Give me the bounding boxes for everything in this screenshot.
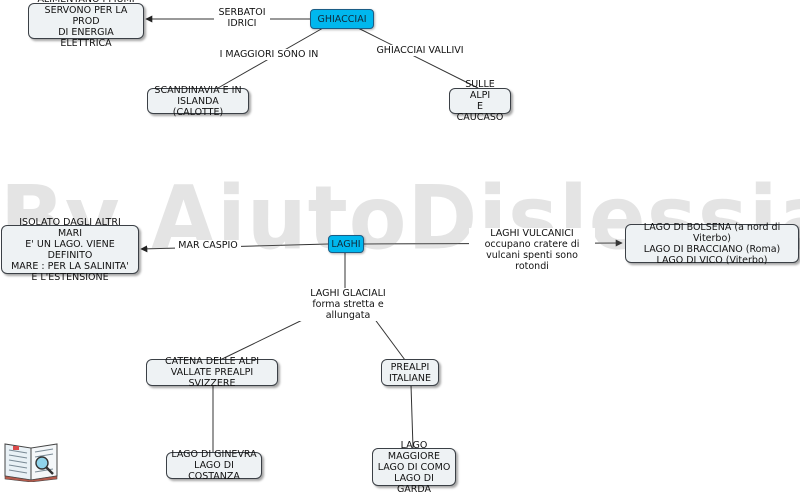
node-fiumi[interactable]: ALIMENTANO I FIUMI SERVONO PER LA PROD D…: [28, 0, 144, 49]
label-mar-caspio: MAR CASPIO: [175, 240, 241, 251]
node-scandinavia[interactable]: SCANDINAVIA E IN ISLANDA (CALOTTE): [147, 85, 249, 118]
node-laghi[interactable]: LAGHI: [328, 235, 364, 253]
node-caspio[interactable]: ISOLATO DAGLI ALTRI MARI E' UN LAGO. VIE…: [1, 217, 139, 283]
node-ginevra[interactable]: LAGO DI GINEVRA LAGO DI COSTANZA: [166, 449, 262, 482]
label-glaciali: LAGHI GLACIALI forma stretta e allungata: [287, 288, 409, 321]
book-logo-icon: [4, 443, 58, 482]
label-maggiori: I MAGGIORI SONO IN: [213, 49, 325, 60]
node-prealpi[interactable]: PREALPI ITALIANE: [381, 359, 439, 386]
link-prealpi-maggiore: [410, 384, 414, 449]
label-vulcanici: LAGHI VULCANICI occupano cratere di vulc…: [469, 228, 595, 272]
node-maggiore[interactable]: LAGO MAGGIORE LAGO DI COMO LAGO DI GARDA: [372, 440, 456, 495]
link-ghiacciai-alpi: [357, 27, 479, 89]
node-ghiacciai[interactable]: GHIACCIAI: [310, 9, 374, 29]
node-catena-alpi[interactable]: CATENA DELLE ALPI VALLATE PREALPI SVIZZE…: [146, 356, 278, 389]
label-vallivi: GHIACCIAI VALLIVI: [371, 45, 469, 56]
label-serbatoi: SERBATOI IDRICI: [214, 7, 270, 29]
node-laghi-vulcanici[interactable]: LAGO DI BOLSENA (a nord di Viterbo) LAGO…: [625, 222, 799, 266]
node-alpi-caucaso[interactable]: SULLE ALPI E CAUCASO: [449, 79, 511, 123]
